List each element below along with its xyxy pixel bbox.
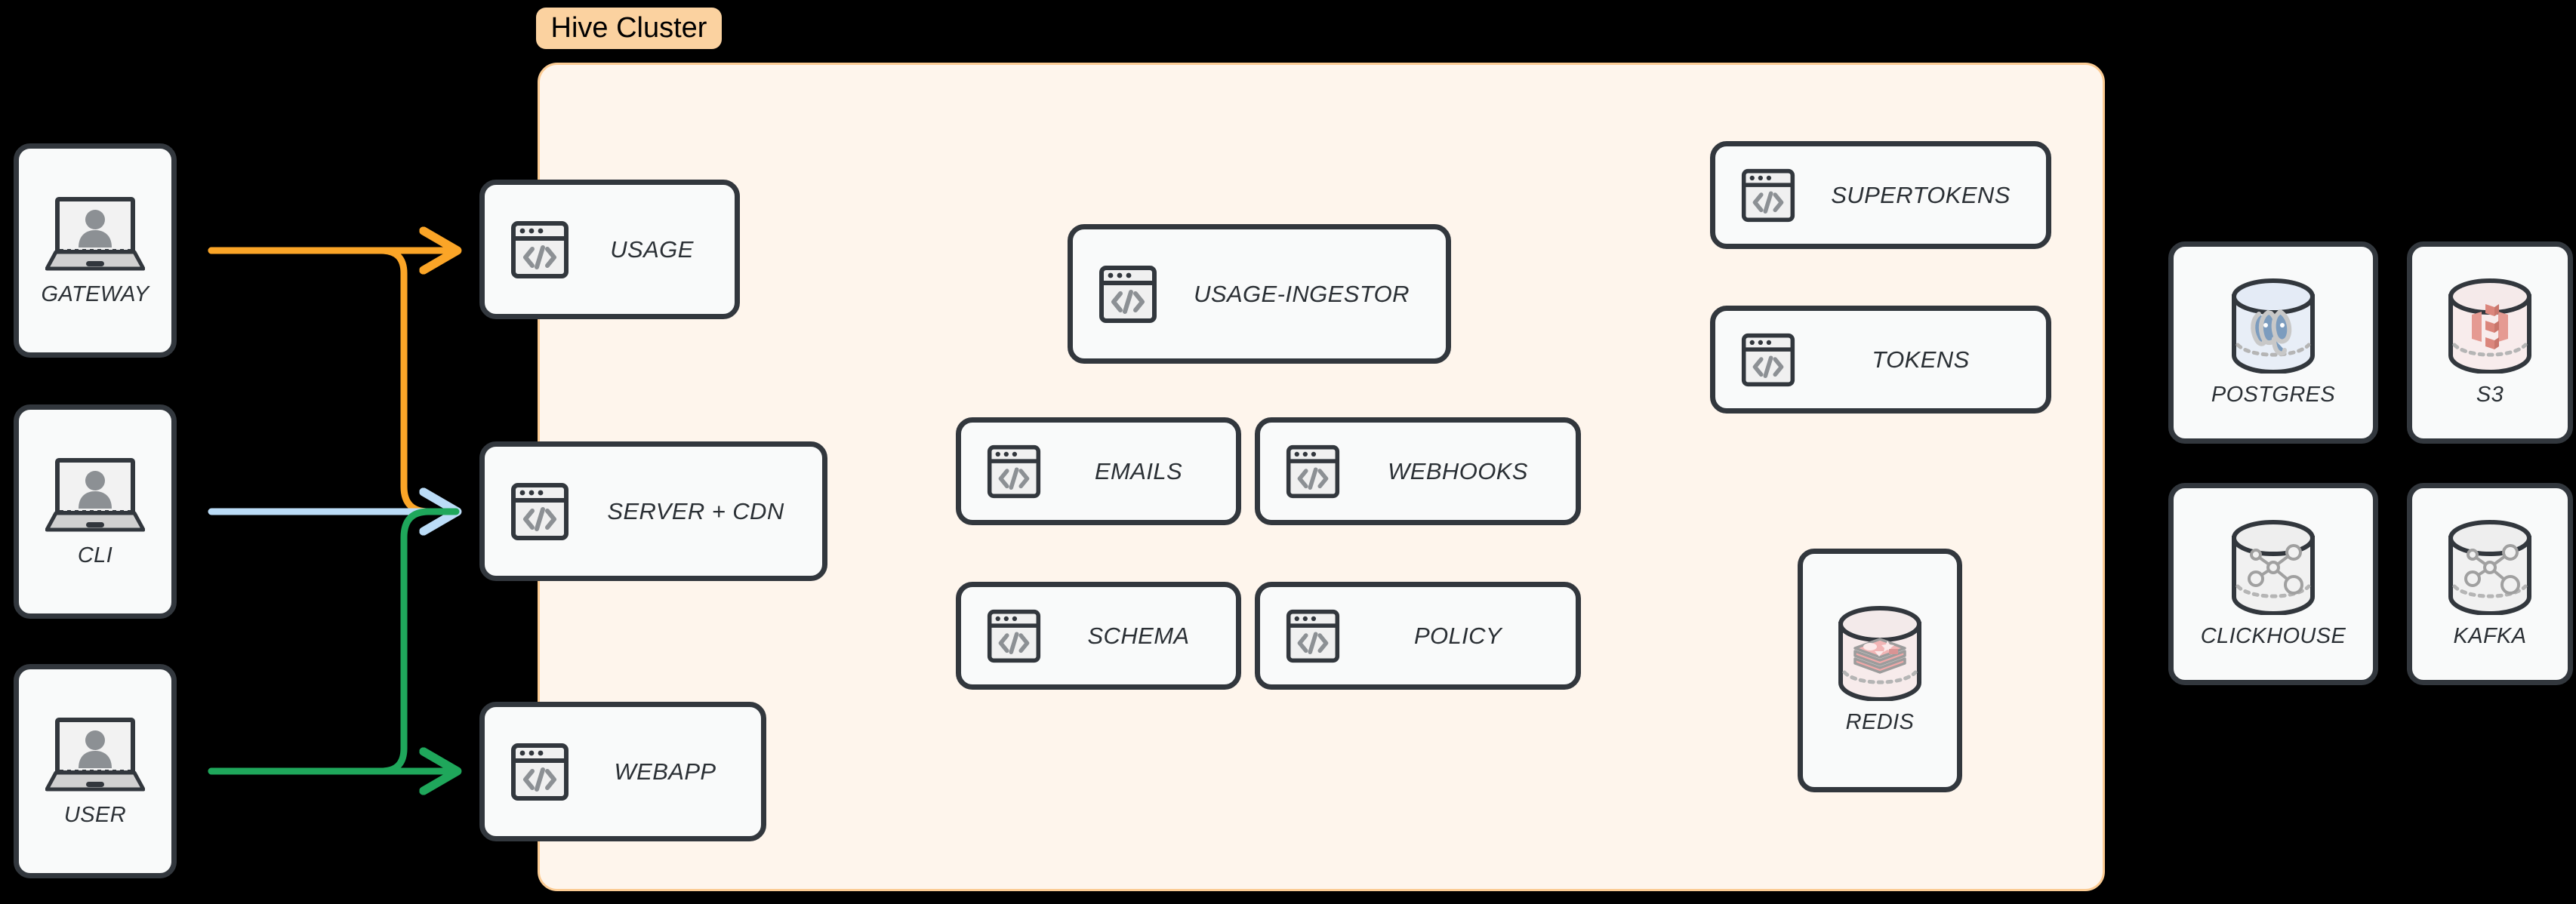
node-postgres[interactable]: POSTGRES xyxy=(2168,241,2378,444)
node-postgres-label: POSTGRES xyxy=(2211,382,2336,407)
hive-cluster-badge: Hive Cluster xyxy=(536,8,722,49)
node-webapp[interactable]: WEBAPP xyxy=(479,702,766,841)
code-window-icon xyxy=(987,609,1041,663)
node-user-label: USER xyxy=(63,802,127,827)
node-redis[interactable]: REDIS xyxy=(1798,549,1962,792)
node-s3[interactable]: S3 xyxy=(2407,241,2573,444)
code-window-icon xyxy=(510,482,569,541)
node-usage-ingestor-label: USAGE-INGESTOR xyxy=(1194,280,1410,307)
code-window-icon xyxy=(510,743,569,801)
node-cli[interactable]: CLI xyxy=(14,404,177,619)
code-window-icon xyxy=(1098,265,1157,324)
laptop-user-icon xyxy=(45,715,146,794)
edge-user-to-server-cdn xyxy=(208,508,460,775)
node-emails[interactable]: EMAILS xyxy=(956,417,1241,525)
hive-cluster-badge-label: Hive Cluster xyxy=(550,12,707,44)
node-usage-label: USAGE xyxy=(610,235,694,263)
node-clickhouse-label: CLICKHOUSE xyxy=(2200,623,2346,648)
node-tokens[interactable]: TOKENS xyxy=(1710,306,2051,414)
network-cylinder-icon xyxy=(2227,519,2319,616)
code-window-icon xyxy=(1741,333,1795,387)
node-policy[interactable]: POLICY xyxy=(1255,582,1581,690)
redis-cylinder-icon xyxy=(1834,606,1926,702)
node-server-cdn-label: SERVER + CDN xyxy=(607,497,784,524)
laptop-user-icon xyxy=(45,195,146,273)
node-schema-label: SCHEMA xyxy=(1087,622,1190,649)
code-window-icon xyxy=(510,220,569,279)
node-s3-label: S3 xyxy=(2476,382,2504,407)
node-redis-label: REDIS xyxy=(1845,710,1915,734)
node-usage-ingestor[interactable]: USAGE-INGESTOR xyxy=(1068,224,1451,364)
postgres-cylinder-icon xyxy=(2227,278,2319,374)
code-window-icon xyxy=(1286,609,1340,663)
node-supertokens[interactable]: SUPERTOKENS xyxy=(1710,141,2051,249)
network-cylinder-icon xyxy=(2444,519,2536,616)
node-server-cdn[interactable]: SERVER + CDN xyxy=(479,441,827,581)
node-webhooks[interactable]: WEBHOOKS xyxy=(1255,417,1581,525)
node-kafka[interactable]: KAFKA xyxy=(2407,483,2573,685)
code-window-icon xyxy=(1741,168,1795,223)
node-usage[interactable]: USAGE xyxy=(479,180,740,319)
node-policy-label: POLICY xyxy=(1413,622,1502,649)
edge-gateway-to-server-cdn xyxy=(208,247,460,515)
node-tokens-label: TOKENS xyxy=(1872,346,1970,373)
node-webhooks-label: WEBHOOKS xyxy=(1388,457,1528,484)
node-emails-label: EMAILS xyxy=(1094,457,1183,484)
s3-cylinder-icon xyxy=(2444,278,2536,374)
code-window-icon xyxy=(987,444,1041,499)
node-user[interactable]: USER xyxy=(14,664,177,878)
code-window-icon xyxy=(1286,444,1340,499)
laptop-user-icon xyxy=(45,456,146,534)
node-webapp-label: WEBAPP xyxy=(614,758,716,785)
node-gateway-label: GATEWAY xyxy=(41,281,149,306)
node-cli-label: CLI xyxy=(77,543,113,567)
node-schema[interactable]: SCHEMA xyxy=(956,582,1241,690)
node-supertokens-label: SUPERTOKENS xyxy=(1831,181,2011,208)
node-clickhouse[interactable]: CLICKHOUSE xyxy=(2168,483,2378,685)
node-gateway[interactable]: GATEWAY xyxy=(14,143,177,358)
node-kafka-label: KAFKA xyxy=(2453,623,2527,648)
